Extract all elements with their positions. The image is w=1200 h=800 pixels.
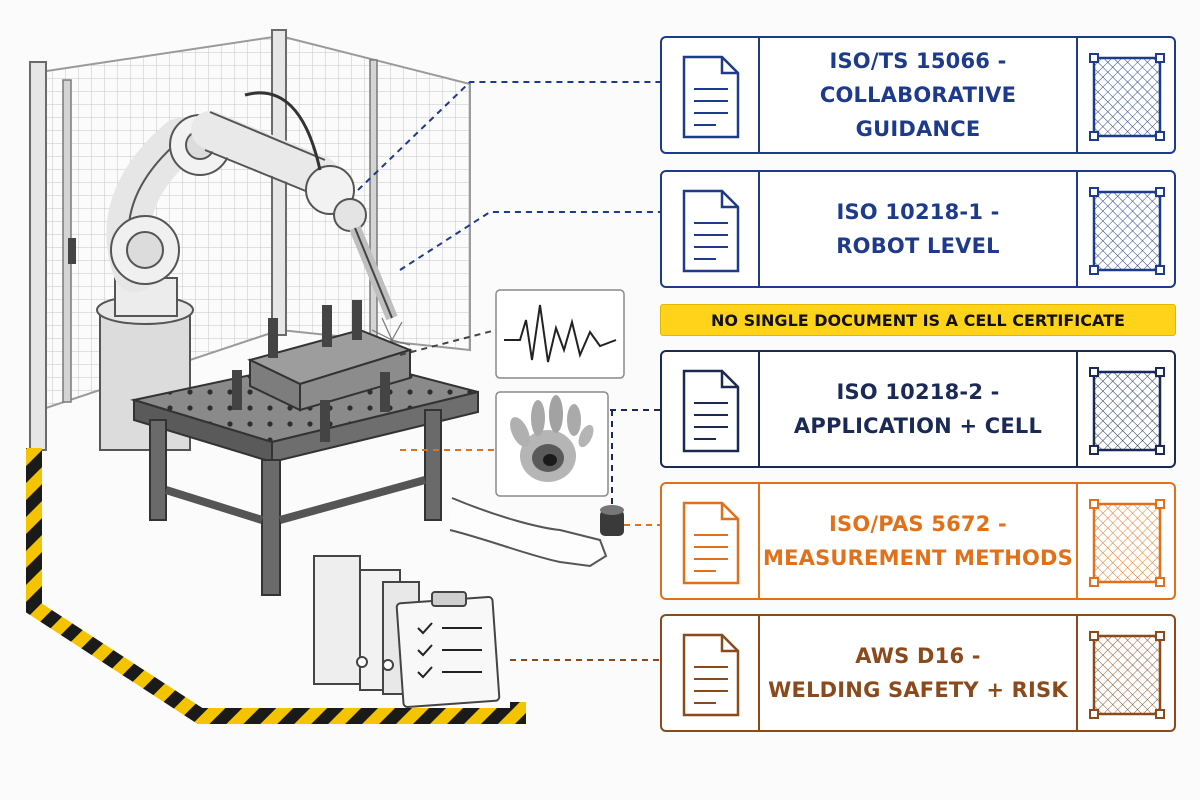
waveform-panel — [495, 289, 625, 379]
standard-description: COLLABORATIVE GUIDANCE — [819, 83, 1017, 141]
standard-title: ISO/PAS 5672 - MEASUREMENT METHODS — [760, 484, 1076, 598]
binders-and-checklist — [313, 555, 501, 708]
standard-description: APPLICATION + CELL — [793, 414, 1043, 438]
operator-arm — [449, 497, 608, 568]
fence-mesh-icon — [1089, 53, 1165, 141]
standard-card-iso-10218-1[interactable]: ISO 10218-1 - ROBOT LEVEL — [660, 170, 1176, 288]
document-icon-cell — [662, 172, 760, 286]
standard-description: MEASUREMENT METHODS — [763, 546, 1073, 570]
standard-title: AWS D16 - WELDING SAFETY + RISK — [760, 616, 1076, 730]
standard-description: WELDING SAFETY + RISK — [768, 678, 1068, 702]
fence-icon-cell — [1076, 616, 1174, 730]
weld-spark — [371, 317, 411, 361]
standard-title: ISO 10218-1 - ROBOT LEVEL — [760, 172, 1076, 286]
document-icon — [682, 55, 740, 139]
standard-code: ISO 10218-1 - — [836, 200, 1000, 224]
document-icon — [682, 189, 740, 273]
standard-card-iso-pas-5672[interactable]: ISO/PAS 5672 - MEASUREMENT METHODS — [660, 482, 1176, 600]
document-icon-cell — [662, 616, 760, 730]
force-sensor-icon — [600, 505, 624, 536]
connector-lines — [357, 81, 660, 661]
document-icon — [682, 633, 740, 717]
standard-card-iso-10218-2[interactable]: ISO 10218-2 - APPLICATION + CELL — [660, 350, 1176, 468]
hazard-floor-tape — [26, 448, 526, 724]
standard-code: ISO/TS 15066 - — [829, 49, 1007, 73]
standard-code: AWS D16 - — [855, 644, 981, 668]
robot-arm — [106, 91, 398, 321]
standard-code: ISO 10218-2 - — [836, 380, 1000, 404]
document-icon — [682, 369, 740, 453]
standard-code: ISO/PAS 5672 - — [829, 512, 1007, 536]
document-icon-cell — [662, 38, 760, 152]
fence-mesh-icon — [1089, 631, 1165, 719]
warning-banner: NO SINGLE DOCUMENT IS A CELL CERTIFICATE — [660, 304, 1176, 336]
document-icon — [682, 501, 740, 585]
fence-icon-cell — [1076, 352, 1174, 466]
fence-mesh-icon — [1089, 499, 1165, 587]
document-icon-cell — [662, 352, 760, 466]
warning-banner-text: NO SINGLE DOCUMENT IS A CELL CERTIFICATE — [711, 310, 1125, 330]
fence-icon-cell — [1076, 38, 1174, 152]
pressure-map-hand-icon — [510, 395, 594, 482]
fence-icon-cell — [1076, 484, 1174, 598]
fence-mesh-icon — [1089, 367, 1165, 455]
standard-card-aws-d16[interactable]: AWS D16 - WELDING SAFETY + RISK — [660, 614, 1176, 732]
document-icon-cell — [662, 484, 760, 598]
pressure-map-panel — [495, 391, 609, 497]
fence-mesh-icon — [1089, 187, 1165, 275]
standard-title: ISO 10218-2 - APPLICATION + CELL — [760, 352, 1076, 466]
welding-table — [130, 300, 479, 596]
standard-title: ISO/TS 15066 - COLLABORATIVE GUIDANCE — [760, 38, 1076, 152]
standard-description: ROBOT LEVEL — [836, 234, 1000, 258]
vibration-waveform-icon — [504, 304, 617, 363]
fence-icon-cell — [1076, 172, 1174, 286]
standard-card-iso-ts-15066[interactable]: ISO/TS 15066 - COLLABORATIVE GUIDANCE — [660, 36, 1176, 154]
